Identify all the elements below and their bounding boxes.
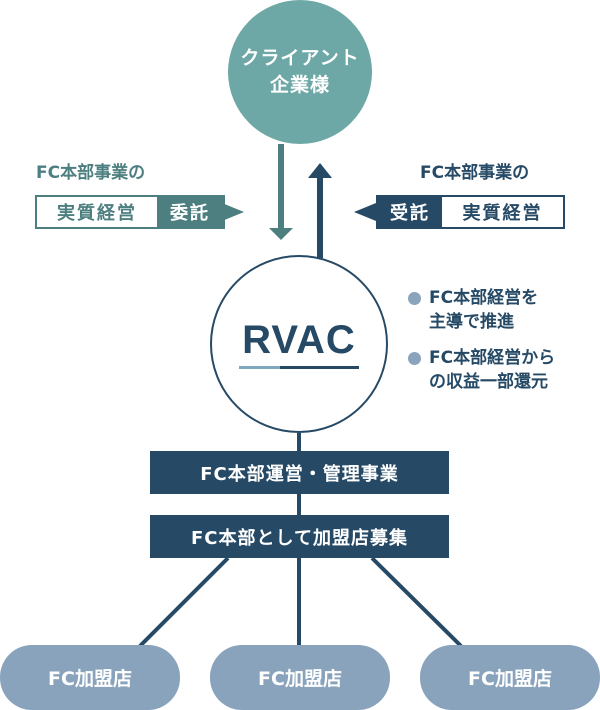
benefit-text-line2: の収益一部還元 [429, 372, 548, 392]
franchisee-node: FC加盟店 [420, 645, 600, 710]
pointer-right-icon [222, 203, 244, 221]
pointer-left-icon [354, 203, 376, 221]
left-caption: FC本部事業の [36, 163, 146, 183]
benefit-item: FC本部経営を 主導で推進 [408, 286, 555, 334]
rvac-node: RVAC [210, 255, 388, 433]
accept-label-box: 受託 実質経営 [376, 195, 565, 229]
accept-box-label: 実質経営 [442, 197, 563, 227]
rvac-logo-underline [239, 365, 359, 369]
benefit-text-line2: 主導で推進 [429, 312, 514, 332]
client-label-line2: 企業様 [269, 74, 330, 96]
benefit-list: FC本部経営を 主導で推進 FC本部経営から の収益一部還元 [408, 286, 555, 406]
down-arrow-head [269, 228, 293, 240]
franchise-recruit-bar: FC本部として加盟店募集 [150, 515, 449, 558]
up-arrow-head [308, 163, 332, 178]
client-label-line1: クライアント [240, 47, 360, 69]
hq-operation-bar: FC本部運営・管理事業 [150, 451, 449, 494]
franchisee-node: FC加盟店 [0, 645, 180, 710]
franchisee-node: FC加盟店 [210, 645, 390, 710]
client-company-node: クライアント 企業様 [228, 0, 372, 144]
accept-tag: 受託 [378, 197, 442, 227]
bar-to-left-pill-line [138, 556, 230, 648]
rvac-logo: RVAC [242, 317, 356, 362]
entrust-tag: 委託 [157, 197, 223, 227]
benefit-item: FC本部経営から の収益一部還元 [408, 346, 555, 394]
benefit-text-line1: FC本部経営を [429, 288, 539, 308]
bullet-dot-icon [408, 352, 421, 365]
right-caption: FC本部事業の [420, 163, 530, 183]
benefit-text-line1: FC本部経営から [429, 348, 556, 368]
bullet-dot-icon [408, 292, 421, 305]
entrust-box-label: 実質経営 [37, 197, 157, 227]
bar-to-right-pill-line [370, 556, 463, 648]
entrust-label-box: 実質経営 委託 [35, 195, 225, 229]
